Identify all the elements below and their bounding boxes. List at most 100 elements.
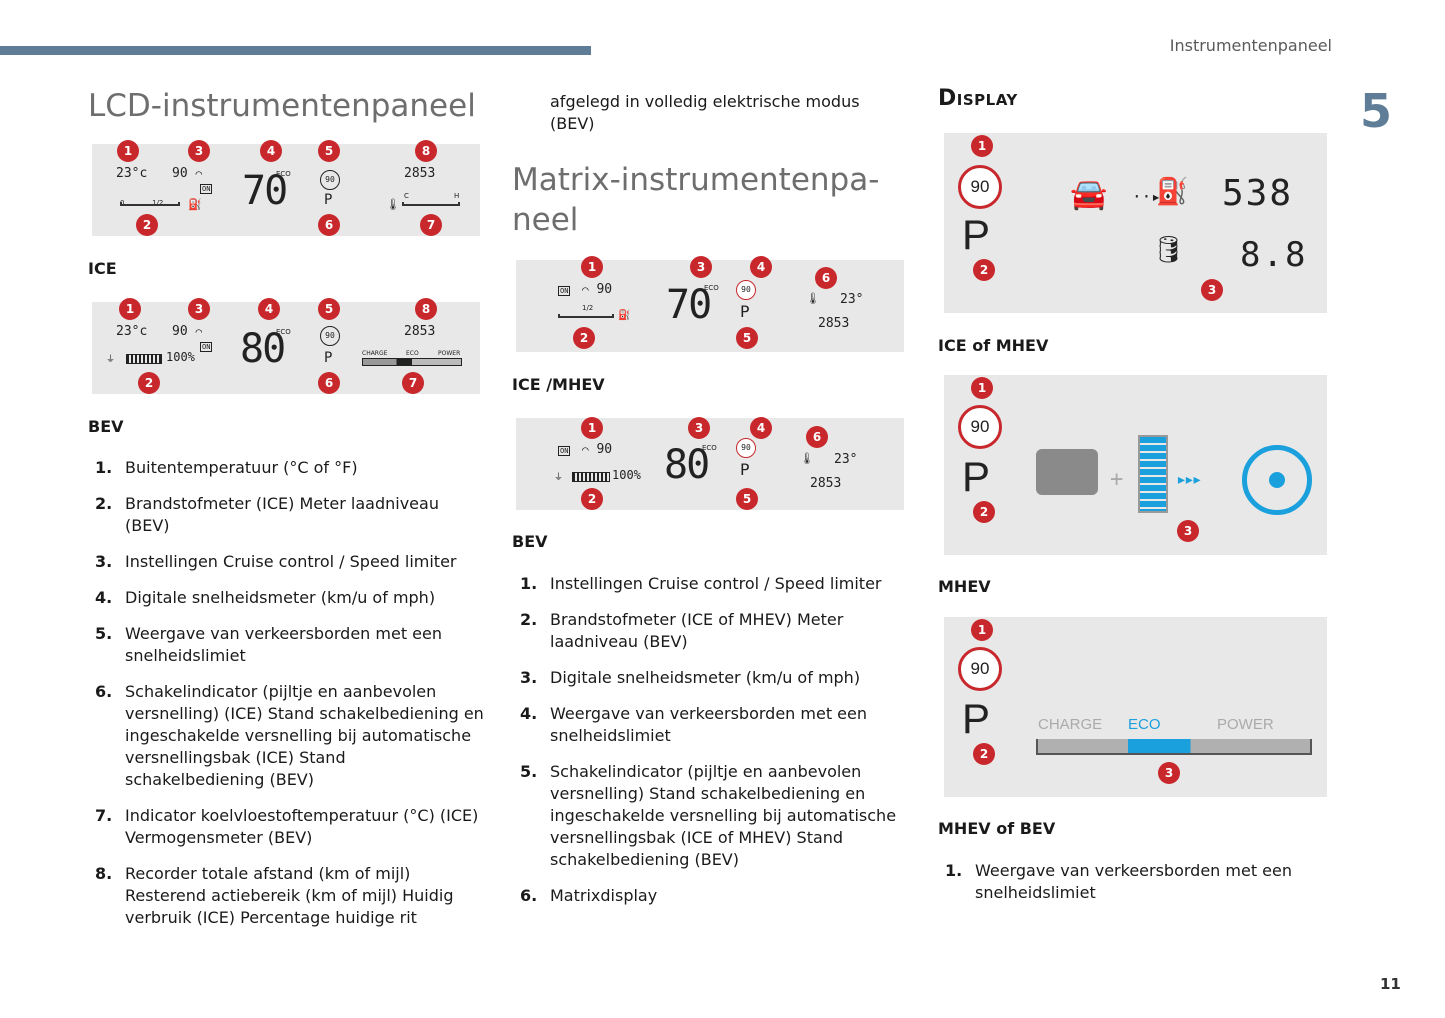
caption-display-mhev-bev: MHEV of BEV xyxy=(938,819,1056,838)
plus-icon: + xyxy=(1110,467,1124,492)
coolant-icon: 🌡 xyxy=(386,198,400,211)
caption-lcd-ice: ICE xyxy=(88,259,117,278)
page-number: 11 xyxy=(1380,975,1401,993)
callout-2: 2 xyxy=(973,743,995,765)
speed-sign-icon: 90 xyxy=(958,165,1002,209)
list-item: 1.Buitentemperatuur (°C of °F) xyxy=(95,457,485,479)
callout-3: 3 xyxy=(1201,279,1223,301)
list-number: 4. xyxy=(520,704,538,723)
outside-temp: 23°c xyxy=(116,166,148,181)
list-number: 6. xyxy=(95,682,113,701)
gear-indicator: P xyxy=(740,460,750,479)
list-text: Digitale snelheidsmeter (km/u of mph) xyxy=(550,668,861,687)
callout-4: 4 xyxy=(750,417,772,439)
callout-1: 1 xyxy=(971,135,993,157)
running-header: Instrumentenpaneel xyxy=(1169,36,1332,55)
fuel-half-label: 1/2 xyxy=(582,304,594,312)
coolant-c-label: C xyxy=(404,192,409,200)
callout-1: 1 xyxy=(971,619,993,641)
digital-speed: 80 xyxy=(664,442,710,488)
list-item: 1. Instellingen Cruise control / Speed li… xyxy=(520,573,900,595)
outside-temp: 23° xyxy=(840,292,864,307)
callout-4: 4 xyxy=(260,140,282,162)
cruise-gauge-icon: ⌒ xyxy=(195,325,203,338)
plug-icon: ⏚ xyxy=(554,473,564,483)
gear-indicator: P xyxy=(962,453,991,500)
charge-level-bar xyxy=(572,472,610,482)
list-item: 1.Weergave van verkeersborden met een sn… xyxy=(945,860,1325,904)
list-item: 3.Digitale snelheidsmeter (km/u of mph) xyxy=(520,667,900,689)
flow-arrows-icon: ▸▸▸ xyxy=(1176,469,1202,490)
gear-indicator: P xyxy=(962,695,991,742)
cruise-speed-value: 90 xyxy=(172,166,188,181)
callout-5: 5 xyxy=(318,298,340,320)
list-text: Indicator koelvloestoftemperatuur (°C) (… xyxy=(125,806,479,847)
gear-indicator: P xyxy=(740,302,750,321)
list-number: 8. xyxy=(95,864,113,883)
caption-lcd-bev: BEV xyxy=(88,417,124,436)
callout-6: 6 xyxy=(815,267,837,289)
callout-7: 7 xyxy=(420,214,442,236)
caption-matrix-ice: ICE /MHEV xyxy=(512,375,605,394)
list-text: Brandstofmeter (ICE of MHEV) Meter laadn… xyxy=(550,610,844,651)
list-number: 5. xyxy=(95,624,113,643)
list-item: 5.Weergave van verkeersborden met een sn… xyxy=(95,623,485,667)
fuel-half-label: 1/2 xyxy=(152,199,164,207)
power-power-label: POWER xyxy=(1217,716,1274,733)
cruise-gauge-icon: ⌒ xyxy=(582,443,589,456)
fuel-gauge: 0 1/2 1 xyxy=(120,190,195,209)
cruise-speed: 90 ⌒ xyxy=(172,166,202,181)
cruise-speed: 90 ⌒ xyxy=(172,324,202,339)
list-text: Instellingen Cruise control / Speed limi… xyxy=(125,552,457,571)
callout-8: 8 xyxy=(415,140,437,162)
callout-4: 4 xyxy=(258,298,280,320)
list-item: 4.Weergave van verkeersborden met een sn… xyxy=(520,703,900,747)
cruise-speed: ⌒ 90 xyxy=(582,442,612,457)
plug-icon: ⏚ xyxy=(106,355,116,365)
list-text: Instellingen Cruise control / Speed limi… xyxy=(550,574,882,593)
list-number: 6. xyxy=(520,886,538,905)
list-text: Buitentemperatuur (°C of °F) xyxy=(125,458,358,477)
charge-percent: 100% xyxy=(612,468,641,482)
cruise-speed-value: 90 xyxy=(596,442,613,457)
callout-6: 6 xyxy=(318,214,340,236)
callout-2: 2 xyxy=(581,488,603,510)
coolant-h-label: H xyxy=(454,192,460,200)
arrow-dots-icon: ··▸ xyxy=(1132,187,1161,206)
callout-5: 5 xyxy=(736,327,758,349)
callout-3: 3 xyxy=(1158,762,1180,784)
caption-display-mhev: MHEV xyxy=(938,577,991,596)
eco-label: ECO xyxy=(704,284,719,292)
digital-speed: 80 xyxy=(240,326,286,372)
list-number: 1. xyxy=(520,574,538,593)
power-power-label: POWER xyxy=(438,350,461,357)
callout-5: 5 xyxy=(318,140,340,162)
callout-3: 3 xyxy=(188,140,210,162)
speed-sign-icon: 90 xyxy=(958,647,1002,691)
callout-8: 8 xyxy=(415,298,437,320)
power-charge-label: CHARGE xyxy=(1038,716,1103,733)
temp-icon: 🌡 xyxy=(800,452,814,465)
wheel-hub xyxy=(1269,472,1285,488)
cruise-on-indicator: ON xyxy=(558,446,571,456)
list-item: 2.Brandstofmeter (ICE of MHEV) Meter laa… xyxy=(520,609,900,653)
speed-sign-icon: 90 xyxy=(958,405,1002,449)
callout-6: 6 xyxy=(806,426,828,448)
list-text: Digitale snelheidsmeter (km/u of mph) xyxy=(125,588,436,607)
list-item: 6.Schakelindicator (pijltje en aanbevole… xyxy=(95,681,485,791)
header-accent-bar xyxy=(0,46,591,55)
battery-icon xyxy=(1138,435,1168,513)
fuel-empty-label: 0 xyxy=(120,199,125,207)
eco-label: ECO xyxy=(276,170,291,178)
cruise-gauge-icon: ⌒ xyxy=(195,167,203,180)
gear-indicator: P xyxy=(324,192,333,208)
callout-7: 7 xyxy=(402,372,424,394)
fuel-pump-icon: ⛽ xyxy=(618,310,631,321)
callout-1: 1 xyxy=(581,256,603,278)
matrix-legend-list: 1. Instellingen Cruise control / Speed li… xyxy=(520,573,900,921)
charge-level-bar xyxy=(126,354,162,364)
consumption-value: 8.8 xyxy=(1240,235,1308,275)
list-text: Matrixdisplay xyxy=(550,886,658,905)
chapter-number: 5 xyxy=(1360,84,1393,138)
power-eco-label: ECO xyxy=(406,350,419,357)
